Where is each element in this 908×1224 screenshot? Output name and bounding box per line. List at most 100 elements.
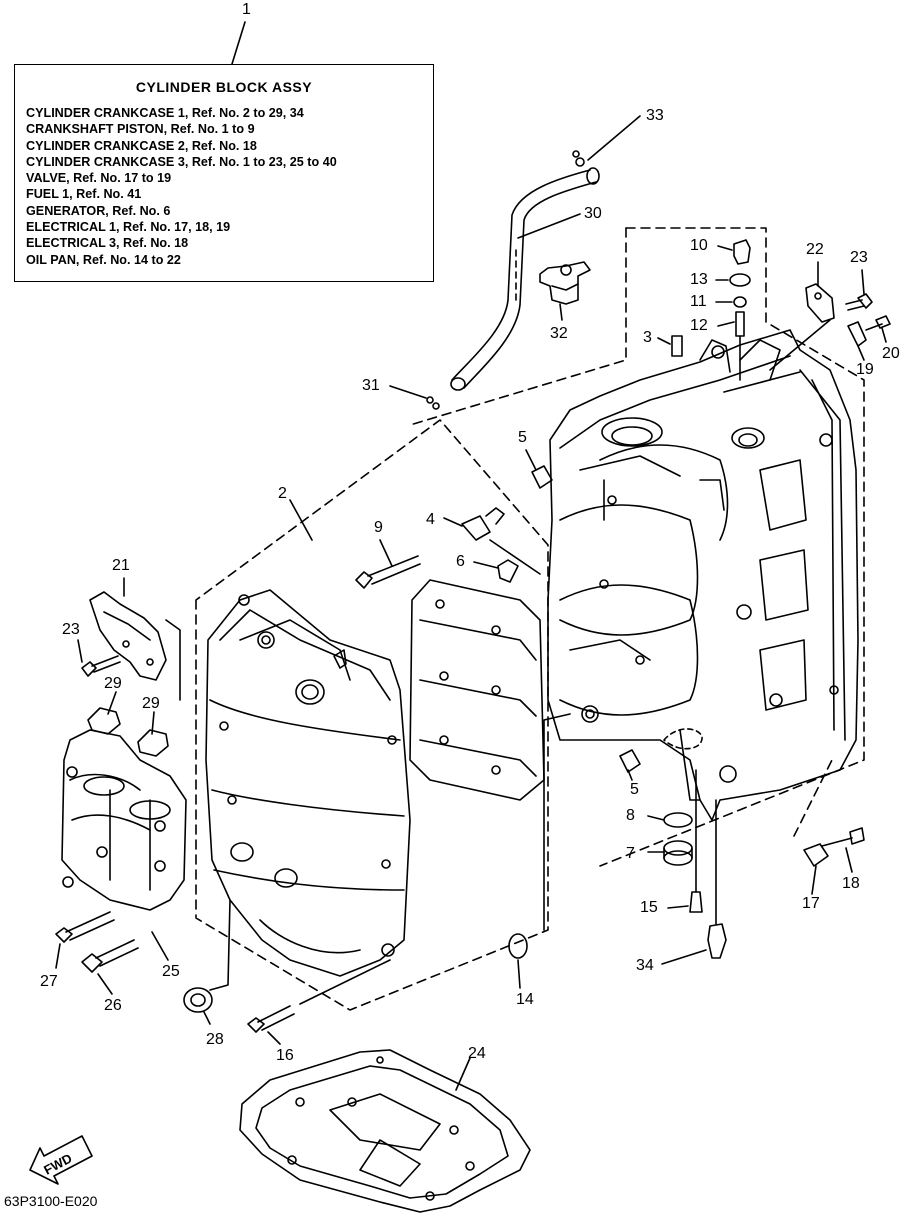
callout-11: 11 <box>690 293 707 310</box>
callout-5-upper: 5 <box>518 429 527 446</box>
leader-line-31 <box>389 385 427 399</box>
callout-10: 10 <box>690 237 708 254</box>
callout-7: 7 <box>626 845 635 862</box>
leader-line-10 <box>717 245 733 251</box>
callout-17: 17 <box>802 895 820 912</box>
assembly-boundary-block <box>599 227 865 867</box>
callout-8: 8 <box>626 807 635 824</box>
legend-line: ELECTRICAL 1, Ref. No. 17, 18, 19 <box>26 220 231 235</box>
callout-16: 16 <box>276 1047 294 1064</box>
legend-line: GENERATOR, Ref. No. 6 <box>26 203 171 218</box>
crankcase <box>205 589 411 977</box>
callout-6: 6 <box>456 553 465 570</box>
bearing-plate-6 <box>409 579 545 801</box>
bolt-27 <box>55 911 115 943</box>
legend-line: CYLINDER CRANKCASE 1, Ref. No. 2 to 29, … <box>26 106 304 120</box>
callout-15: 15 <box>640 899 658 916</box>
callout-26: 26 <box>104 997 122 1014</box>
callout-18: 18 <box>842 875 860 892</box>
bracket-17 <box>803 843 829 867</box>
o-ring-8 <box>663 812 693 828</box>
cylinder-block <box>547 329 859 821</box>
leader-line-6 <box>473 561 499 569</box>
sensor-34 <box>707 799 727 959</box>
callout-4: 4 <box>426 511 435 528</box>
callout-21: 21 <box>112 557 130 574</box>
leader-line-32 <box>559 303 563 321</box>
leader-line-25 <box>151 931 169 961</box>
legend-line: ELECTRICAL 3, Ref. No. 18 <box>26 236 189 251</box>
callout-19: 19 <box>856 361 874 378</box>
leader-line-17b <box>793 759 833 837</box>
callout-28: 28 <box>206 1031 224 1048</box>
oil-hose-30 <box>450 167 600 391</box>
leader-line-24 <box>455 1057 471 1091</box>
leader-line-33 <box>587 115 641 161</box>
leader-line-30 <box>517 213 581 239</box>
leader-line-20 <box>881 327 887 343</box>
hose-clip-31 <box>426 396 440 410</box>
bolt-9 <box>355 555 421 589</box>
leader-line-17 <box>811 865 817 895</box>
bolt-20 <box>865 315 891 331</box>
callout-13: 13 <box>690 271 708 288</box>
leader-line-19 <box>857 345 865 361</box>
fwd-arrow-icon: FWD <box>29 1135 93 1185</box>
leader-line-15 <box>667 905 689 909</box>
callout-29-right: 29 <box>142 695 160 712</box>
nut-11 <box>733 296 747 308</box>
callout-22: 22 <box>806 241 824 258</box>
leader-line-16b <box>299 959 391 1005</box>
bracket-21 <box>89 591 167 681</box>
legend-line: FUEL 1, Ref. No. 41 <box>26 187 142 202</box>
pin-3 <box>671 335 683 357</box>
leader-line-28b <box>203 1011 211 1025</box>
callout-34: 34 <box>636 957 654 974</box>
bracket-22 <box>805 283 835 323</box>
callout-27: 27 <box>40 973 58 990</box>
callout-3: 3 <box>643 329 652 346</box>
leader-line-4 <box>443 517 463 527</box>
oil-seal-28 <box>183 987 213 1013</box>
callout-33: 33 <box>646 107 664 124</box>
bolt-16 <box>247 1005 295 1033</box>
legend-line: CYLINDER CRANKCASE 3, Ref. No. 1 to 23, … <box>26 154 337 169</box>
legend-line: OIL PAN, Ref. No. 14 to 22 <box>26 252 181 267</box>
legend-title: CYLINDER BLOCK ASSY <box>135 79 313 95</box>
callout-12: 12 <box>690 317 708 334</box>
drawing-code: 63P3100-E020 <box>4 1193 98 1209</box>
assembly-boundary-block-left <box>409 227 627 426</box>
legend-box: CYLINDER BLOCK ASSY CYLINDER CRANKCASE 1… <box>14 64 434 282</box>
leader-line-18 <box>845 847 853 873</box>
callout-9: 9 <box>374 519 383 536</box>
cap-29-right <box>137 729 169 757</box>
callout-30: 30 <box>584 205 602 222</box>
washer-13 <box>729 273 751 287</box>
bolt-23-right <box>845 293 873 311</box>
bolt-15 <box>689 769 703 913</box>
o-ring-14 <box>508 713 571 959</box>
clip-19 <box>847 321 867 347</box>
leader-line-16 <box>267 1031 281 1045</box>
plug-7 <box>663 840 693 866</box>
leader-line-21-base <box>165 619 181 701</box>
callout-31: 31 <box>362 377 380 394</box>
gasket-24 <box>239 1049 531 1213</box>
callout-23-left: 23 <box>62 621 80 638</box>
leader-line-27 <box>55 943 61 969</box>
leader-line-2 <box>289 499 313 541</box>
leader-line-23-left <box>77 639 83 663</box>
callout-23-right: 23 <box>850 249 868 266</box>
bolt-10 <box>733 239 751 265</box>
leader-line-5a <box>525 449 537 471</box>
callout-29-left: 29 <box>104 675 122 692</box>
leader-line-29b <box>151 711 155 735</box>
leader-line-28 <box>209 899 231 991</box>
legend-lines: CYLINDER CRANKCASE 1, Ref. No. 2 to 29, … <box>26 105 337 268</box>
leader-line-14 <box>517 959 521 989</box>
callout-25: 25 <box>162 963 180 980</box>
bolt-12 <box>735 311 745 381</box>
leader-line-1 <box>231 21 246 65</box>
dowel-5-lower <box>619 749 641 773</box>
